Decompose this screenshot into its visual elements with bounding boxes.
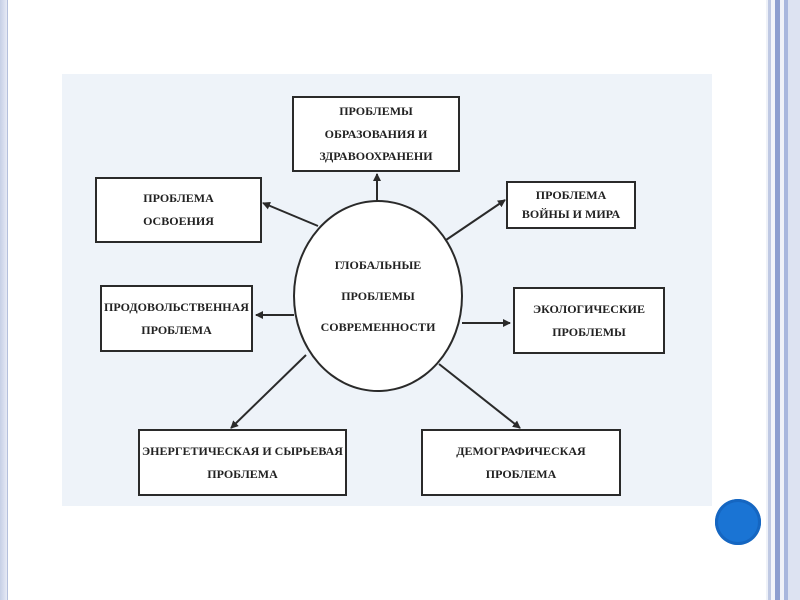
- box-energy-line2: ПРОБЛЕМА: [207, 466, 278, 481]
- arrow-to-war-peace: [445, 199, 506, 241]
- box-food-line1: ПРОДОВОЛЬСТВЕННАЯ: [104, 299, 249, 314]
- box-demography-line1: ДЕМОГРАФИЧЕСКАЯ: [456, 443, 586, 458]
- box-exploration-line2: ОСВОЕНИЯ: [143, 214, 214, 228]
- box-ecology-line2: ПРОБЛЕМЫ: [552, 324, 626, 339]
- box-war-peace: ПРОБЛЕМА ВОЙНЫ И МИРА: [506, 181, 636, 229]
- box-war-peace-line2: ВОЙНЫ И МИРА: [521, 207, 621, 221]
- box-exploration: ПРОБЛЕМА ОСВОЕНИЯ: [95, 177, 262, 243]
- box-education-health-line1: ПРОБЛЕМЫ: [339, 103, 413, 118]
- box-demography: ДЕМОГРАФИЧЕСКАЯ ПРОБЛЕМА: [421, 429, 621, 496]
- box-demography-line2: ПРОБЛЕМА: [485, 466, 557, 481]
- slide-frame-left: [0, 0, 8, 600]
- box-ecology-line1: ЭКОЛОГИЧЕСКИЕ: [532, 301, 646, 316]
- center-line2: ПРОБЛЕМЫ: [341, 288, 415, 303]
- box-education-health: ПРОБЛЕМЫ ОБРАЗОВАНИЯ И ЗДРАВООХРАНЕНИ: [292, 96, 460, 172]
- box-energy: ЭНЕРГЕТИЧЕСКАЯ И СЫРЬЕВАЯ ПРОБЛЕМА: [138, 429, 347, 496]
- box-food-line2: ПРОБЛЕМА: [141, 322, 212, 337]
- box-ecology: ЭКОЛОГИЧЕСКИЕ ПРОБЛЕМЫ: [513, 287, 665, 354]
- box-education-health-line3: ЗДРАВООХРАНЕНИ: [319, 149, 433, 164]
- box-education-health-line2: ОБРАЗОВАНИЯ И: [324, 126, 428, 141]
- arrow-to-demography: [438, 363, 521, 429]
- box-war-peace-line1: ПРОБЛЕМА: [535, 187, 607, 202]
- box-exploration-line1: ПРОБЛЕМА: [143, 191, 214, 206]
- arrow-to-energy: [230, 354, 307, 429]
- center-ellipse: ГЛОБАЛЬНЫЕ ПРОБЛЕМЫ СОВРЕМЕННОСТИ: [293, 200, 463, 392]
- slide-nav-dot[interactable]: [715, 499, 761, 545]
- box-energy-line1: ЭНЕРГЕТИЧЕСКАЯ И СЫРЬЕВАЯ: [142, 443, 343, 458]
- arrow-to-exploration: [262, 202, 319, 227]
- center-line1: ГЛОБАЛЬНЫЕ: [334, 257, 422, 272]
- slide-frame-right: [766, 0, 800, 600]
- center-line3: СОВРЕМЕННОСТИ: [320, 319, 436, 334]
- box-food: ПРОДОВОЛЬСТВЕННАЯ ПРОБЛЕМА: [100, 285, 253, 352]
